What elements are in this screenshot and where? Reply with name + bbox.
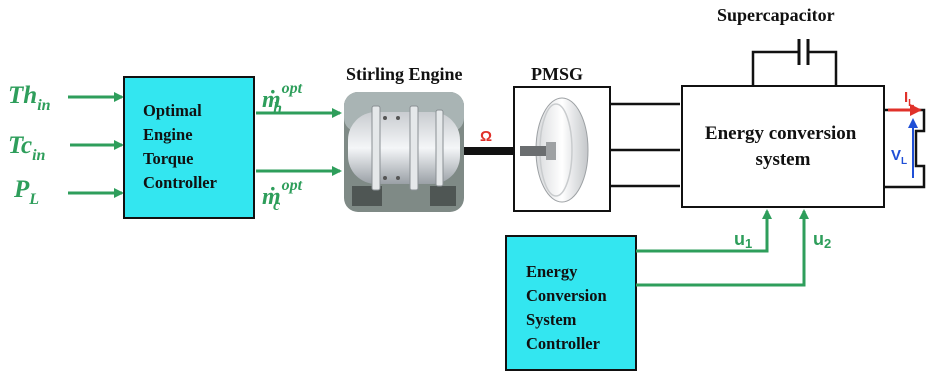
- torque-controller-block: [123, 76, 255, 219]
- energy-conversion-line-1: Energy conversion: [705, 123, 857, 144]
- signal-u1-label: u1: [734, 229, 752, 251]
- pmsg-label: PMSG: [531, 64, 583, 84]
- load-voltage-label: VL: [891, 147, 907, 167]
- torque-controller-line-4: Controller: [143, 173, 217, 192]
- input-th-label: Thin: [8, 82, 51, 114]
- shaft-speed-label: Ω: [480, 128, 492, 145]
- stirling-engine-image: [344, 92, 464, 212]
- energy-conversion-block: [681, 85, 885, 208]
- supercapacitor-label: Supercapacitor: [717, 5, 835, 25]
- ecs-controller-line-1: Energy: [526, 262, 578, 281]
- ecs-controller-line-3: System: [526, 310, 577, 329]
- pmsg-image: [520, 97, 589, 203]
- torque-controller-line-3: Torque: [143, 149, 193, 168]
- supercapacitor-symbol: [751, 39, 838, 85]
- svg-text:Energy conversion system: Energy conversion system: [705, 123, 861, 170]
- input-pl-label: PL: [13, 176, 39, 208]
- svg-text:Energy Conversion Syst: Energy Conversion System Controller: [526, 262, 611, 353]
- svg-text:Optimal Engine Torque: Optimal Engine Torque Controller: [143, 101, 217, 192]
- torque-controller-line-2: Engine: [143, 125, 193, 144]
- ecs-controller-line-4: Controller: [526, 334, 600, 353]
- ecs-controller-block: [505, 235, 637, 371]
- input-tc-label: Tcin: [8, 132, 46, 164]
- torque-controller-line-1: Optimal: [143, 101, 202, 120]
- stirling-engine-label: Stirling Engine: [346, 64, 463, 84]
- signal-u1-path: [636, 209, 772, 253]
- signal-u2-label: u2: [813, 229, 831, 251]
- load-current-label: IL: [904, 89, 914, 109]
- ecs-controller-line-2: Conversion: [526, 286, 607, 305]
- signal-u2-path: [636, 209, 809, 287]
- load-terminals: [884, 108, 926, 189]
- energy-conversion-line-2: system: [756, 149, 811, 170]
